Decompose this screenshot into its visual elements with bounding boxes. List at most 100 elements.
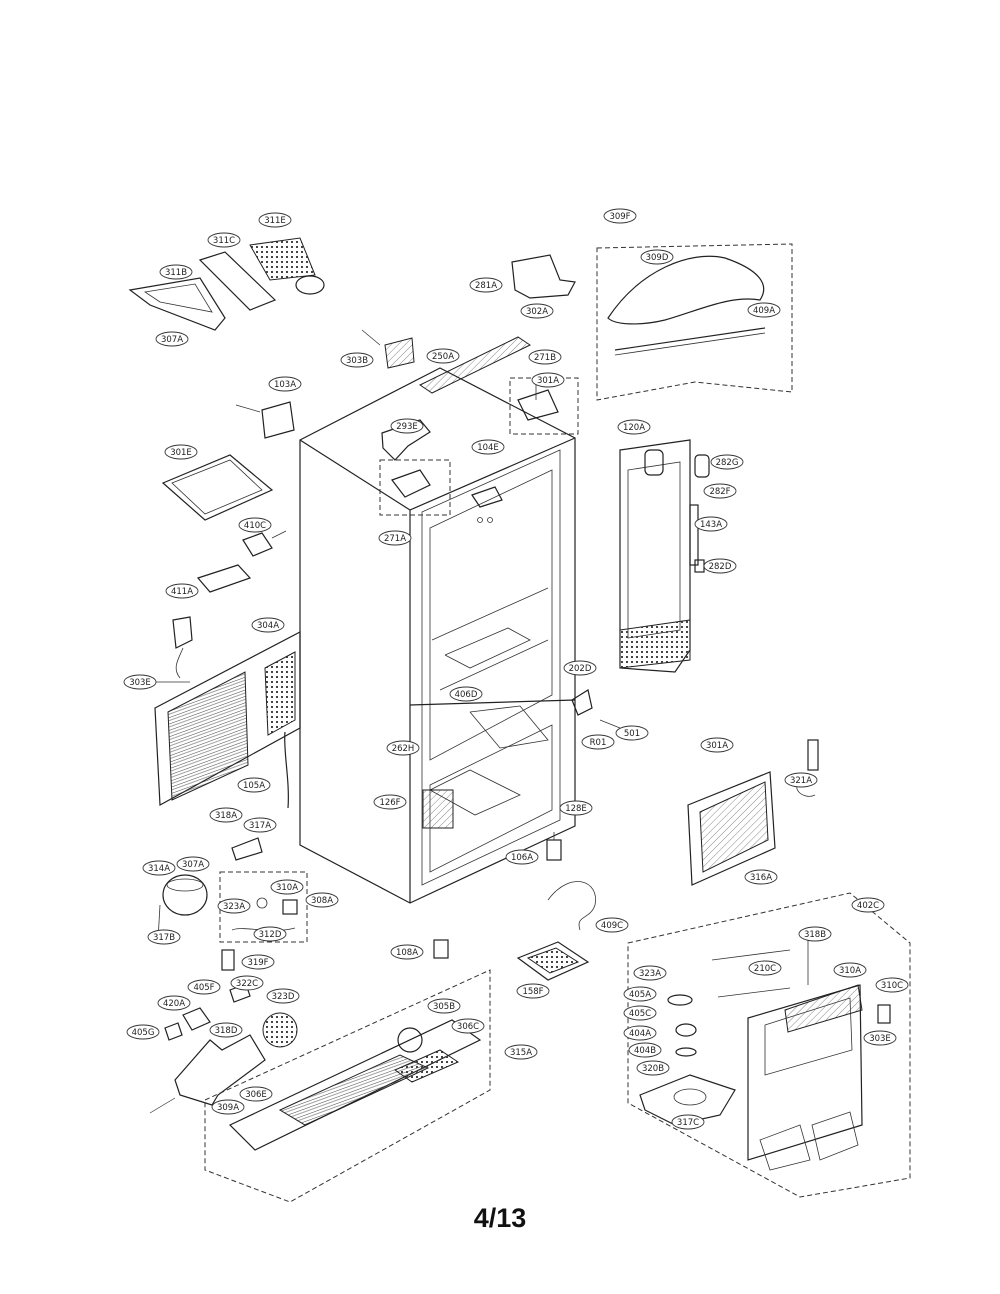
cabinet <box>299 367 576 904</box>
page-number: 4/13 <box>473 1203 527 1233</box>
callout-label: 301E <box>170 448 192 458</box>
callout-271a: 271A <box>378 530 412 546</box>
callout-282d: 282D <box>703 558 737 574</box>
callout-409a: 409A <box>747 302 781 318</box>
callout-405a: 405A <box>623 986 657 1002</box>
callout-label: 143A <box>700 520 722 530</box>
cover-assembly-120a <box>619 439 710 673</box>
part-108a <box>433 939 449 959</box>
callout-307a-2: 307A <box>176 856 210 872</box>
callout-311e: 311E <box>258 212 292 228</box>
callout-323a-r: 323A <box>633 965 667 981</box>
callout-label: 308A <box>311 896 333 906</box>
callout-label: 410C <box>244 521 266 531</box>
tube-311c <box>198 251 277 311</box>
callout-label: 282F <box>709 487 730 497</box>
callout-302a: 302A <box>520 303 554 319</box>
callout-label: 281A <box>475 281 497 291</box>
callout-317a: 317A <box>243 817 277 833</box>
evaporator-316a <box>687 739 819 886</box>
callout-label: 306C <box>457 1022 479 1032</box>
callout-label: 315A <box>510 1048 532 1058</box>
callout-319f: 319F <box>241 954 275 970</box>
tray-301e <box>161 454 274 521</box>
callout-label: 210C <box>754 964 776 974</box>
callout-301a-top: 301A <box>531 372 565 388</box>
cover-303b <box>361 329 415 369</box>
callout-321a: 321A <box>784 772 818 788</box>
callout-271b: 271B <box>528 349 562 365</box>
callout-405f: 405F <box>187 979 221 995</box>
callout-103a: 103A <box>268 376 302 392</box>
sensor-411a <box>172 616 193 679</box>
callout-label: 406D <box>455 690 478 700</box>
callout-303e-r: 303E <box>863 1030 897 1046</box>
hinge-281a <box>511 254 576 299</box>
fan-323d <box>262 1012 298 1048</box>
callout-323a: 323A <box>217 898 251 914</box>
callout-420a: 420A <box>157 995 191 1011</box>
callout-202d: 202D <box>563 660 597 676</box>
callout-label: 105A <box>243 781 265 791</box>
callout-306c: 306C <box>451 1018 485 1034</box>
base-tray-315a <box>204 969 491 1203</box>
callout-label: 271A <box>384 534 406 544</box>
callout-282f: 282F <box>703 483 737 499</box>
callout-label: 404B <box>634 1046 656 1056</box>
callout-317b: 317B <box>147 929 181 945</box>
callout-label: 402C <box>857 901 879 911</box>
callout-label: 317C <box>677 1118 699 1128</box>
callout-label: 318B <box>804 930 826 940</box>
cable-409c <box>547 881 596 931</box>
part-405g <box>164 1022 183 1041</box>
callout-501: 501 <box>615 725 649 741</box>
callout-322c: 322C <box>230 975 264 991</box>
bracket-318a <box>231 837 263 861</box>
callout-318b: 318B <box>798 926 832 942</box>
part-420a <box>182 1007 211 1031</box>
hinge-202d <box>571 689 621 729</box>
callout-label: 405G <box>132 1028 155 1038</box>
callout-411a: 411A <box>165 583 199 599</box>
callout-label: 293E <box>396 422 418 432</box>
callout-label: 104E <box>477 443 499 453</box>
part-106a <box>546 832 562 861</box>
callout-label: 305B <box>433 1002 455 1012</box>
callout-label: R01 <box>590 738 607 748</box>
callout-r01: R01 <box>581 734 615 750</box>
top-rail-250a <box>418 336 532 394</box>
callout-label: 404A <box>629 1029 651 1039</box>
callout-label: 321A <box>790 776 812 786</box>
callout-label: 108A <box>396 948 418 958</box>
callout-label: 323A <box>639 969 661 979</box>
callout-label: 309A <box>217 1103 239 1113</box>
callout-402c: 402C <box>851 897 885 913</box>
callout-label: 250A <box>432 352 454 362</box>
callout-309a: 309A <box>211 1099 245 1115</box>
callout-320b: 320B <box>636 1060 670 1076</box>
callout-label: 409A <box>753 306 775 316</box>
callout-309f: 309F <box>603 208 637 224</box>
callout-304a: 304A <box>251 617 285 633</box>
rear-cover-304a <box>152 631 301 806</box>
block-410c <box>242 530 287 557</box>
callout-label: 309F <box>609 212 630 222</box>
callout-314a: 314A <box>142 860 176 876</box>
callout-label: 319F <box>247 958 268 968</box>
callout-303b: 303B <box>340 352 374 368</box>
ice-chute-320b <box>639 1074 736 1126</box>
callout-128e: 128E <box>559 800 593 816</box>
callout-label: 317B <box>153 933 175 943</box>
plate-401a <box>196 564 252 593</box>
tube-105a <box>284 731 289 809</box>
callout-label: 309D <box>646 253 669 263</box>
callout-label: 409C <box>601 921 623 931</box>
callout-318a: 318A <box>209 807 243 823</box>
callout-label: 310A <box>276 883 298 893</box>
callout-label: 311E <box>264 216 286 226</box>
callout-310a-r: 310A <box>833 962 867 978</box>
callout-label: 501 <box>624 729 640 739</box>
callout-409c: 409C <box>595 917 629 933</box>
callout-label: 318D <box>215 1026 238 1036</box>
